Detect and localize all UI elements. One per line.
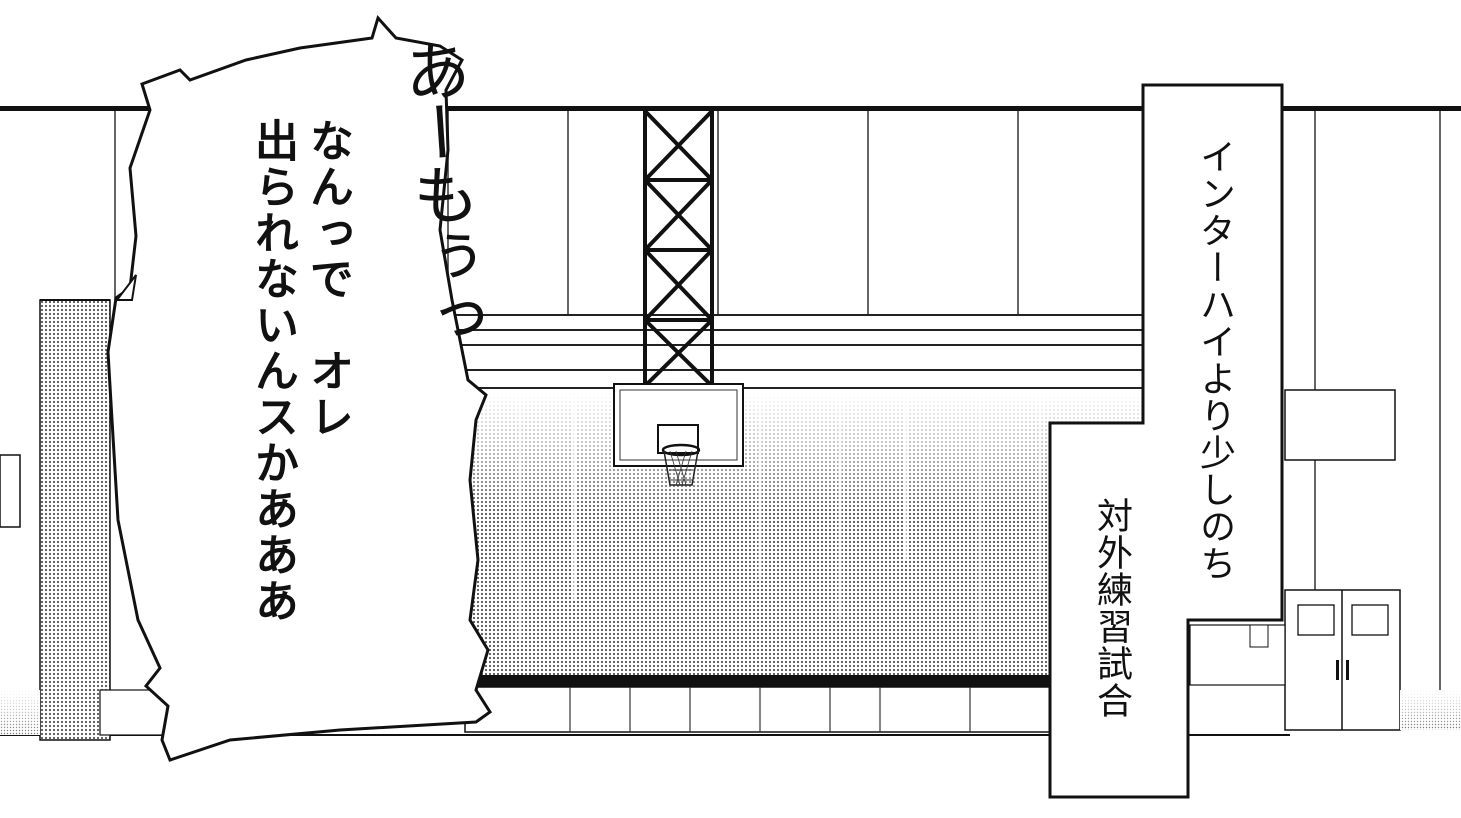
backboard-truss: [643, 109, 714, 388]
left-pillar: [39, 299, 111, 741]
speech-line-exclamation: あーもぅっ: [391, 34, 490, 350]
floor-edge: [465, 675, 1155, 687]
speech-bubble: [106, 15, 493, 762]
net: [663, 450, 699, 486]
hoop: [661, 443, 701, 457]
wall-rails: [448, 314, 1145, 389]
caption-box: [1048, 83, 1284, 799]
caption-line-1: インターハイより少しのち: [1194, 138, 1235, 582]
speech-line-3: 出られないんスかあああ: [247, 118, 298, 624]
window: [1284, 389, 1396, 461]
speech-line-2: なんっで オレ: [302, 118, 353, 440]
ceiling-beam: [0, 106, 1461, 111]
caption-line-2: 対外練習試合: [1091, 497, 1132, 719]
